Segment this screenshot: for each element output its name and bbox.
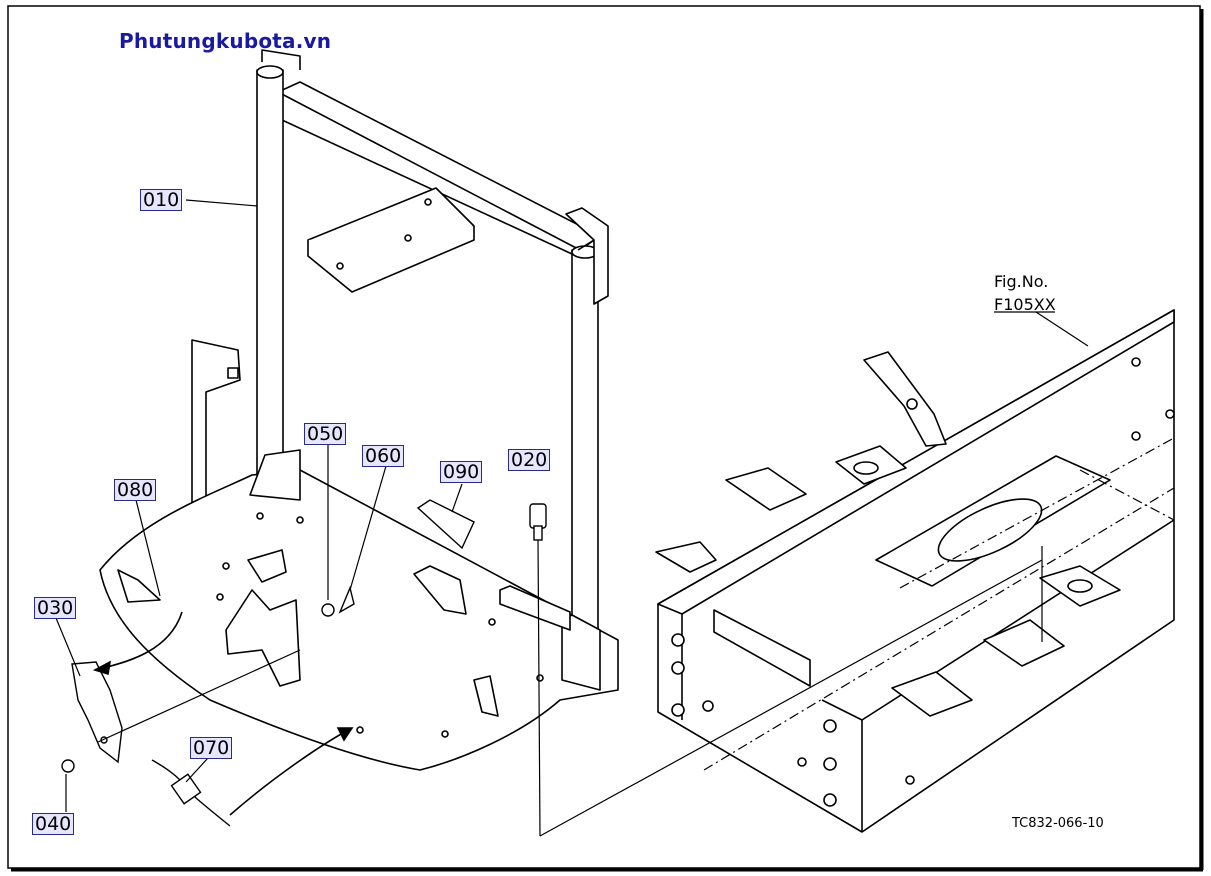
callout-050[interactable]: 050 <box>304 423 347 445</box>
floor-plate <box>99 449 619 771</box>
leader-lines <box>55 199 1089 837</box>
watermark-title: Phutungkubota.vn <box>119 29 332 53</box>
fig-ref-label: Fig.No. <box>994 272 1049 291</box>
callout-010[interactable]: 010 <box>140 189 183 211</box>
fig-ref-number: F105XX <box>994 295 1056 314</box>
rops-frame-010 <box>191 49 609 671</box>
callout-070[interactable]: 070 <box>190 737 233 759</box>
callout-080[interactable]: 080 <box>114 479 157 501</box>
callout-030[interactable]: 030 <box>34 597 77 619</box>
callout-060[interactable]: 060 <box>362 445 405 467</box>
chassis-frame <box>655 309 1175 833</box>
drawing-border <box>7 5 1204 872</box>
callout-040[interactable]: 040 <box>32 813 75 835</box>
drawing-code: TC832-066-10 <box>1012 816 1104 831</box>
assembly-arrows <box>92 611 354 816</box>
callout-090[interactable]: 090 <box>440 461 483 483</box>
callout-020[interactable]: 020 <box>508 449 551 471</box>
hidden-lines <box>703 437 1175 771</box>
